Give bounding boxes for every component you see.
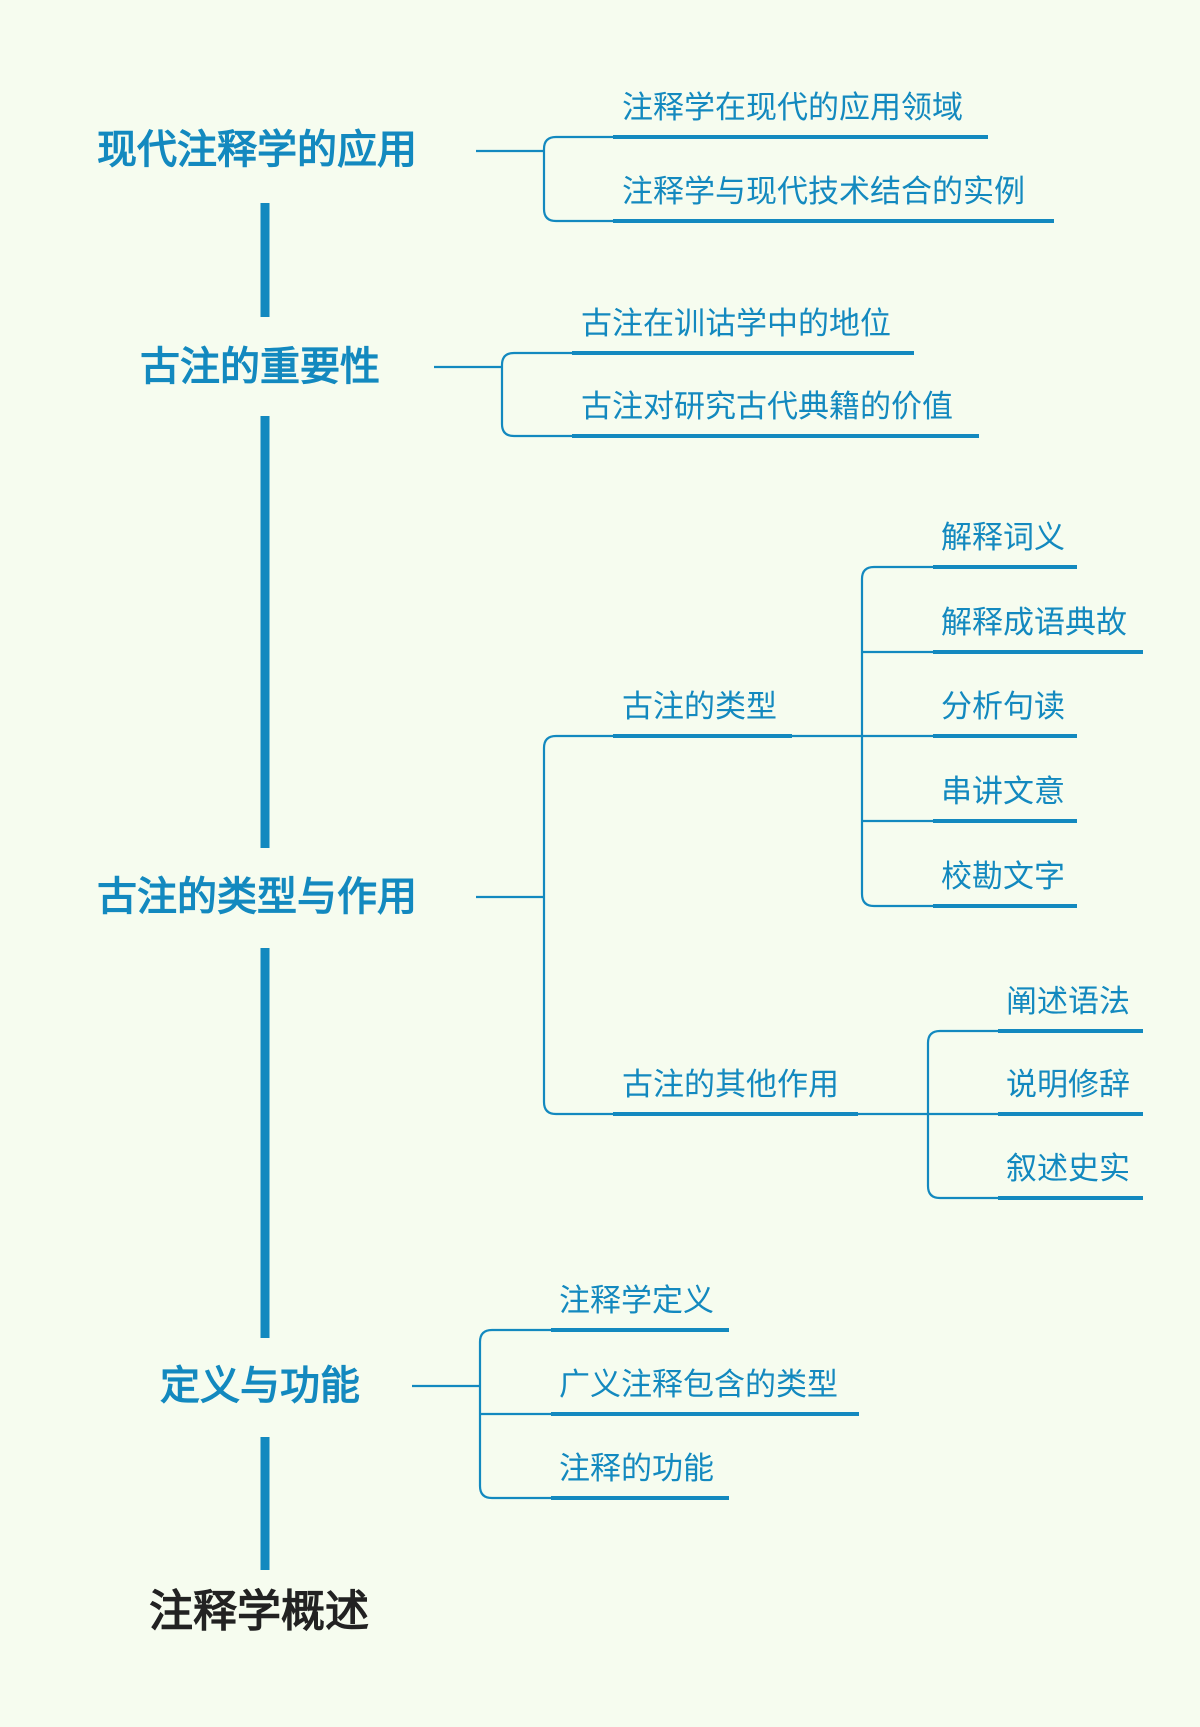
topic-importance: 古注的重要性 <box>140 344 380 390</box>
subtopic-annotation-types: 古注的类型 <box>622 689 777 725</box>
root-topic: 注释学概述 <box>149 1586 369 1637</box>
leaf-analyze-punctuation: 分析句读 <box>941 689 1065 725</box>
leaf-explain-word-meaning: 解释词义 <box>941 520 1065 556</box>
label-underlines <box>551 135 1143 1500</box>
branch-lines <box>412 135 998 1500</box>
subtopic-functions: 注释的功能 <box>559 1451 714 1487</box>
leaf-explain-grammar: 阐述语法 <box>1006 984 1130 1020</box>
leaf-explain-rhetoric: 说明修辞 <box>1006 1067 1130 1103</box>
subtopic-definition: 注释学定义 <box>559 1283 714 1319</box>
leaf-paraphrase-meaning: 串讲文意 <box>941 774 1065 810</box>
leaf-narrate-history: 叙述史实 <box>1006 1151 1130 1187</box>
subtopic-broad-types: 广义注释包含的类型 <box>559 1367 838 1403</box>
subtopic-value-for-classics: 古注对研究古代典籍的价值 <box>581 389 953 425</box>
subtopic-modern-fields: 注释学在现代的应用领域 <box>622 90 963 126</box>
topic-types-and-roles: 古注的类型与作用 <box>97 874 417 920</box>
subtopic-modern-tech-examples: 注释学与现代技术结合的实例 <box>622 174 1025 210</box>
topic-modern-application: 现代注释学的应用 <box>97 127 417 173</box>
topic-definition-function: 定义与功能 <box>160 1363 360 1409</box>
subtopic-other-roles: 古注的其他作用 <box>622 1067 839 1103</box>
leaf-collate-text: 校勘文字 <box>941 859 1065 895</box>
leaf-explain-idioms-allusions: 解释成语典故 <box>941 605 1127 641</box>
subtopic-status-in-exegesis: 古注在训诂学中的地位 <box>581 306 891 342</box>
